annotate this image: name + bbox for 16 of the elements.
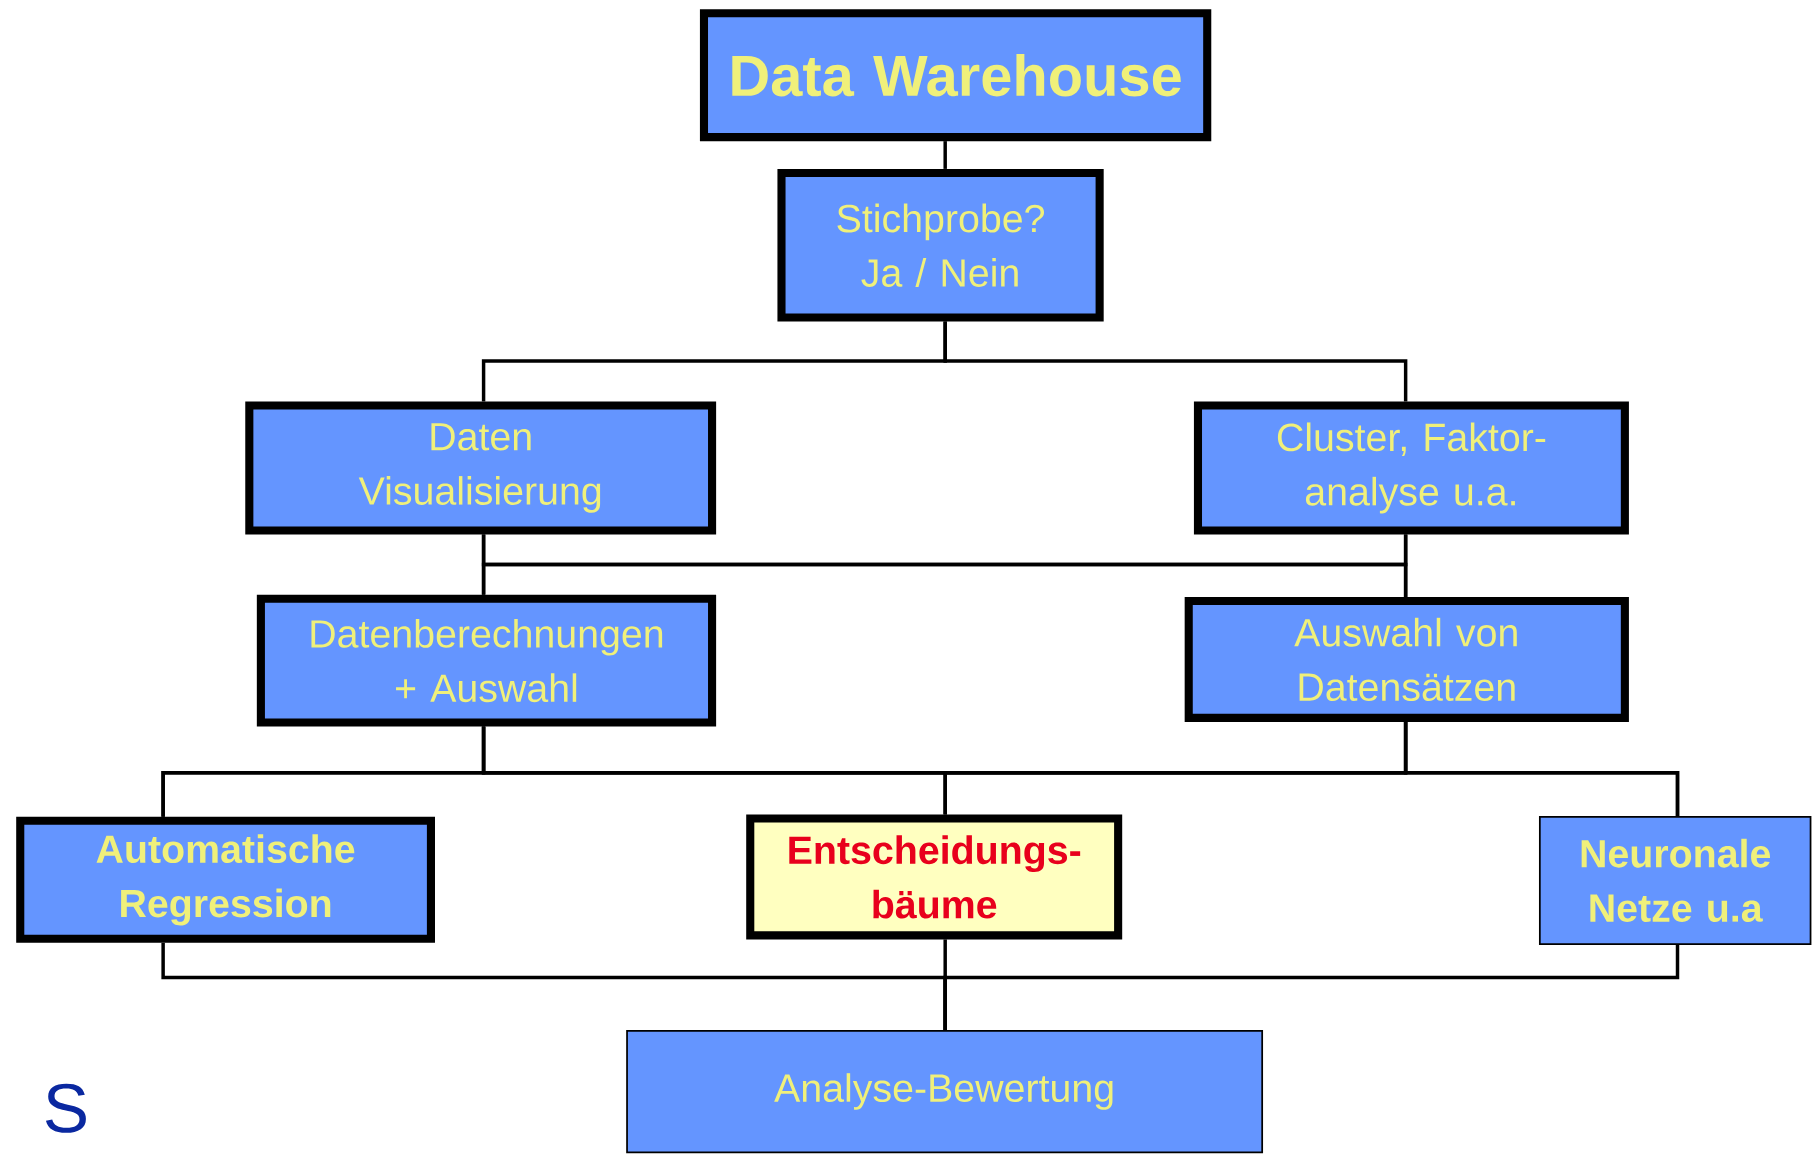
process-box: Cluster, Faktor- analyse u.a. xyxy=(1193,401,1629,535)
letter-label: S xyxy=(45,1083,86,1133)
process-box: Neuronale Netze u.a xyxy=(1538,816,1812,945)
process-box: Stichprobe? Ja / Nein xyxy=(777,169,1104,322)
connector-line xyxy=(1403,534,1408,598)
process-box: Daten Visualisierung xyxy=(245,401,717,535)
process-box: Automatische Regression xyxy=(16,816,435,943)
process-box: Entscheidungs- bäume xyxy=(746,814,1123,940)
process-box: Auswahl von Datensätzen xyxy=(1184,597,1629,722)
process-box: Datenberechnungen + Auswahl xyxy=(256,594,717,727)
connector-line xyxy=(943,321,1408,402)
process-box: Data Warehouse xyxy=(699,9,1212,142)
connector-line xyxy=(943,141,947,169)
connector-line xyxy=(943,945,1680,1031)
process-box: Analyse-Bewertung xyxy=(626,1030,1264,1154)
connector-line xyxy=(1403,722,1680,816)
